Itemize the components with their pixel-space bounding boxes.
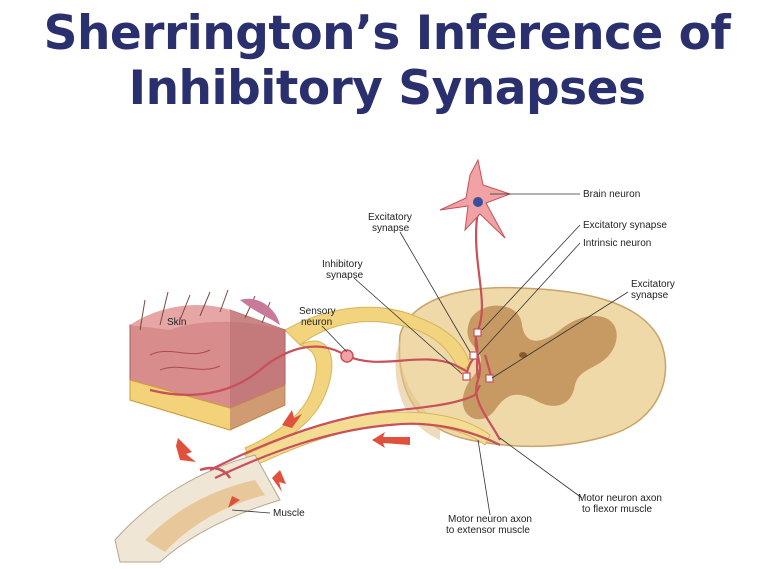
label-muscle: Muscle: [273, 508, 305, 519]
label-intrinsic-neuron: Intrinsic neuron: [583, 238, 651, 249]
synapse-marker-3: [462, 372, 471, 381]
label-sensory-2: neuron: [301, 317, 332, 328]
direction-arrows: [176, 410, 410, 508]
title-line-2: Inhibitory Synapses: [128, 61, 646, 116]
arrow-left: [372, 432, 410, 448]
label-sensory-1: Sensory: [299, 306, 336, 317]
label-motor-flexor-1: Motor neuron axon: [578, 493, 662, 504]
title-line-1: Sherrington’s Inference of: [43, 6, 731, 61]
central-canal: [519, 352, 527, 358]
label-excitatory-left-2: synapse: [372, 223, 410, 234]
sensory-neuron-cell: [340, 349, 354, 363]
label-excitatory-right-2: synapse: [631, 290, 669, 301]
arrow-up-right: [282, 410, 302, 428]
label-motor-extensor-2: to extensor muscle: [446, 525, 530, 536]
label-brain-neuron: Brain neuron: [583, 189, 640, 200]
label-motor-flexor-2: to flexor muscle: [582, 504, 652, 515]
brain-neuron: [439, 158, 512, 239]
arrow-lower-left: [228, 496, 240, 508]
label-inhibitory-2: synapse: [326, 270, 364, 281]
arrow-skin-down: [176, 438, 196, 462]
synapse-markers: [462, 328, 494, 383]
leader-lines: [231, 193, 629, 516]
brain-neuron-nucleus: [473, 197, 483, 207]
skin-block: [129, 289, 286, 431]
label-motor-extensor-1: Motor neuron axon: [448, 514, 532, 525]
label-excitatory-left-1: Excitatory: [368, 212, 412, 223]
label-excitatory-synapse-top: Excitatory synapse: [583, 220, 667, 231]
labels: Brain neuron Excitatory synapse Intrinsi…: [167, 189, 675, 536]
gray-matter: [462, 305, 617, 420]
label-excitatory-right-1: Excitatory: [631, 279, 675, 290]
synapse-marker-2: [469, 351, 478, 360]
synapse-marker-4: [485, 374, 494, 383]
spinal-cord: [395, 286, 667, 448]
synapse-marker-1: [473, 328, 482, 337]
page-title: Sherrington’s Inference of Inhibitory Sy…: [0, 6, 774, 116]
muscle: [114, 454, 281, 563]
label-skin: Skin: [167, 317, 186, 328]
arrow-down: [272, 470, 286, 492]
label-inhibitory-1: Inhibitory: [322, 259, 363, 270]
